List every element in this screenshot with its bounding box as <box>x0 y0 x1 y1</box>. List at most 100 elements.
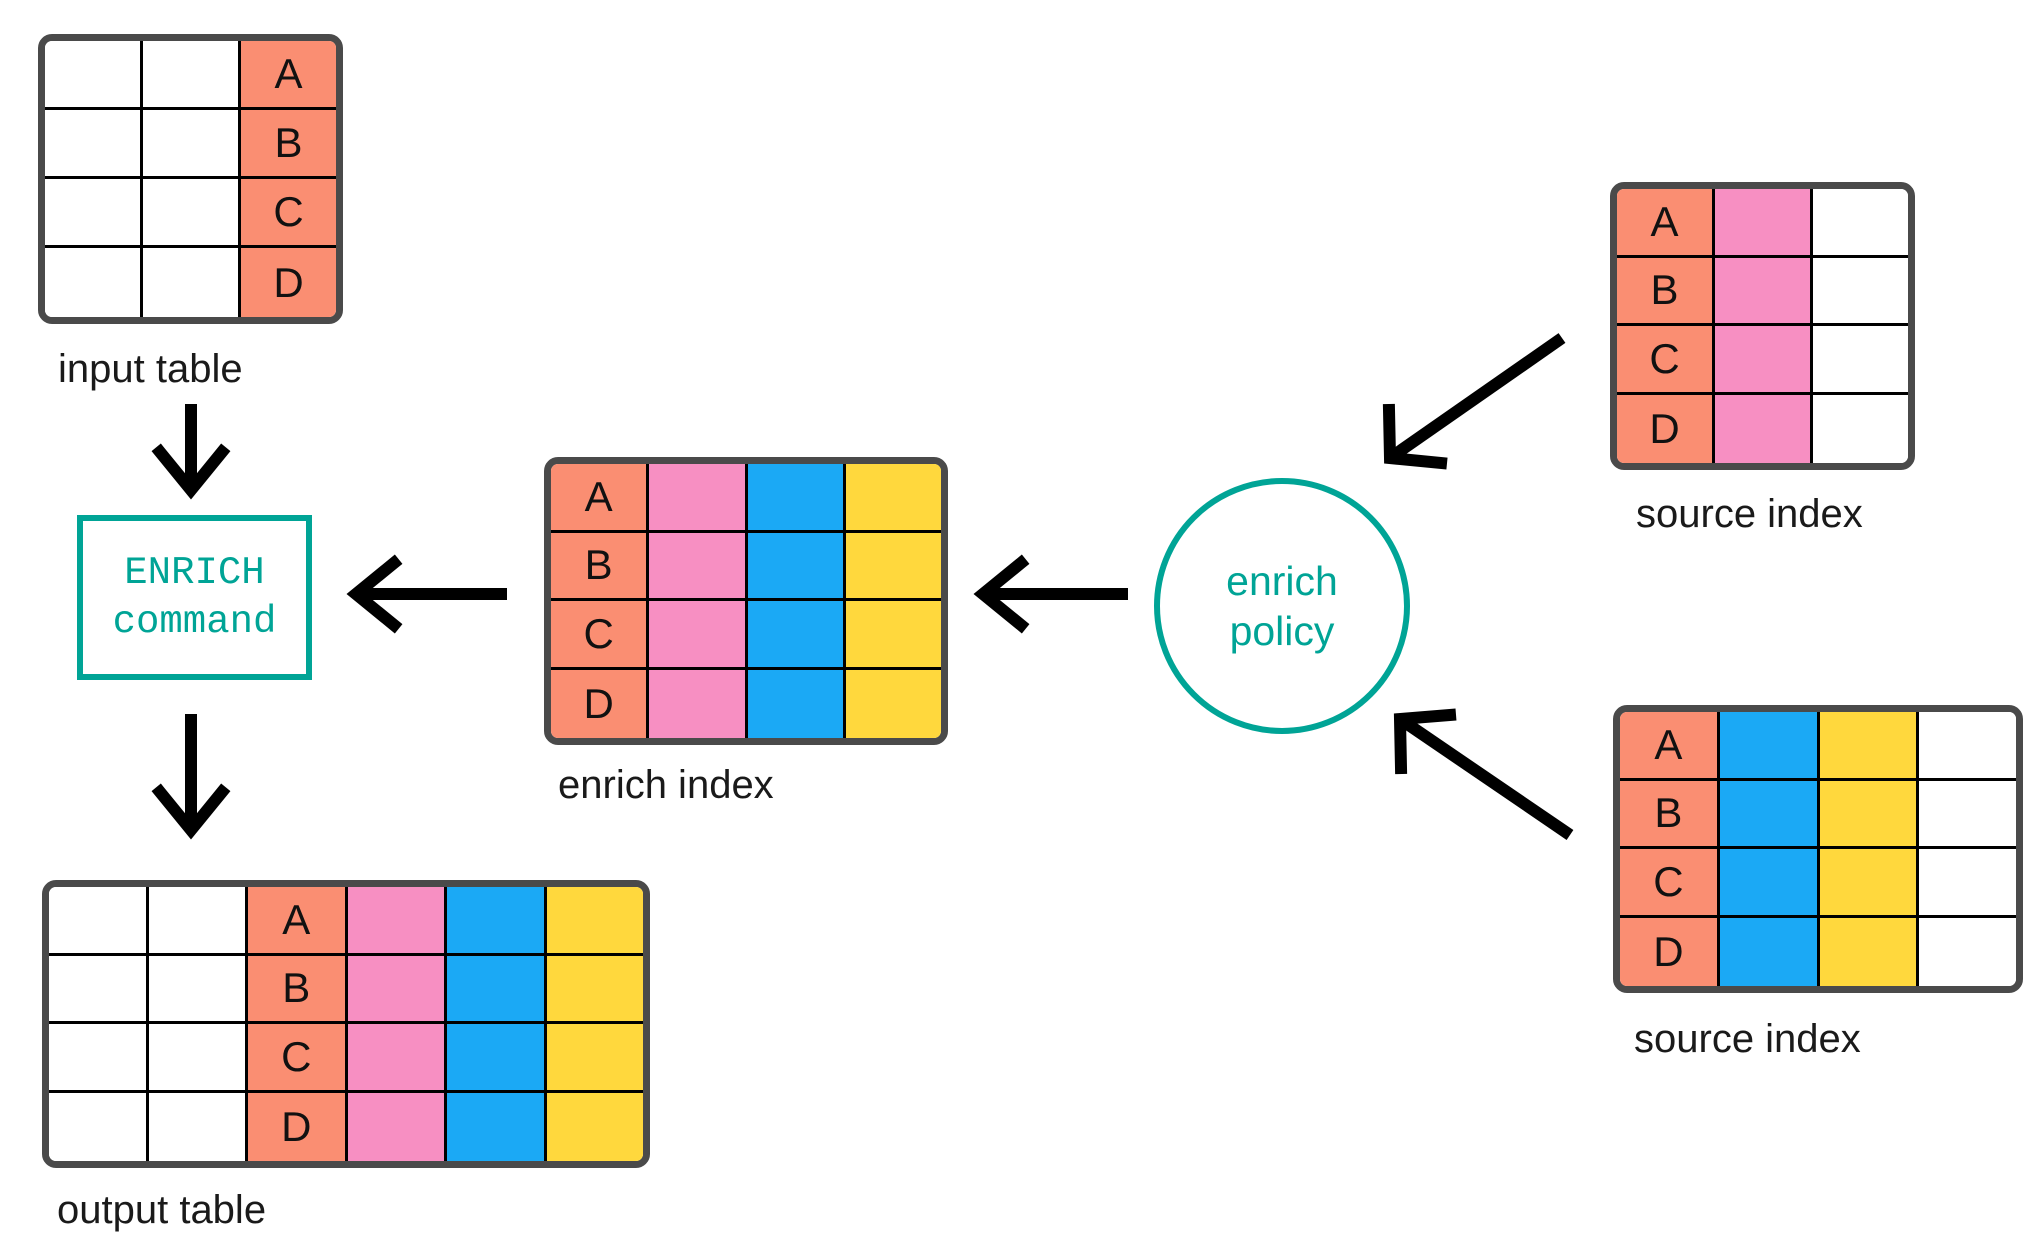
table-row: B <box>49 955 643 1024</box>
source-index-bottom-caption: source index <box>1634 1017 1861 1061</box>
table-cell <box>546 887 643 956</box>
table-cell <box>1819 780 1920 849</box>
table-cell <box>148 887 248 956</box>
table-cell: D <box>551 669 650 738</box>
table-cell: B <box>1617 257 1715 326</box>
table-cell: D <box>241 248 336 317</box>
table-cell <box>49 887 149 956</box>
table-cell <box>447 887 547 956</box>
table-cell <box>49 1024 149 1093</box>
table-row: B <box>551 532 941 601</box>
table-cell <box>49 955 149 1024</box>
table-cell <box>649 464 748 533</box>
table-cell <box>1813 189 1908 258</box>
table-row: D <box>1620 917 2016 986</box>
table-cell <box>143 110 241 179</box>
table-cell: D <box>1620 917 1720 986</box>
table-cell <box>148 955 248 1024</box>
table-cell: D <box>248 1092 348 1161</box>
table-cell: B <box>241 110 336 179</box>
table-cell <box>845 532 941 601</box>
table-cell <box>1715 189 1813 258</box>
table-row: A <box>49 887 643 956</box>
table-cell: D <box>1617 394 1715 463</box>
table-row: C <box>1617 326 1908 395</box>
table-cell <box>1715 326 1813 395</box>
table-cell <box>1813 257 1908 326</box>
table-cell <box>143 179 241 248</box>
table-cell <box>546 1024 643 1093</box>
table-cell <box>1813 394 1908 463</box>
table-row: B <box>45 110 336 179</box>
table-row: C <box>45 179 336 248</box>
table-cell <box>143 41 241 110</box>
table-cell <box>747 532 846 601</box>
table-cell <box>845 464 941 533</box>
table-cell <box>1719 780 1820 849</box>
table-cell <box>845 601 941 670</box>
table-cell: A <box>241 41 336 110</box>
table-cell <box>747 669 846 738</box>
enrich-command-box[interactable]: ENRICH command <box>77 515 312 680</box>
arrow-source-top-to-policy <box>1382 333 1566 470</box>
table-cell: C <box>1617 326 1715 395</box>
enrich-index-caption: enrich index <box>558 763 774 807</box>
table-cell <box>747 601 846 670</box>
table-cell <box>347 955 447 1024</box>
table-row: D <box>49 1092 643 1161</box>
enrich-command-line-1: ENRICH <box>124 550 265 595</box>
table-cell <box>1819 712 1920 781</box>
table-row: A <box>551 464 941 533</box>
table-cell <box>1715 257 1813 326</box>
table-cell: C <box>241 179 336 248</box>
table-cell <box>45 248 143 317</box>
table-cell <box>649 532 748 601</box>
table-cell: A <box>551 464 650 533</box>
enrich-command-line-2: command <box>112 599 277 644</box>
table-cell <box>1719 917 1820 986</box>
table-cell <box>546 1092 643 1161</box>
table-cell: B <box>248 955 348 1024</box>
input-table-caption: input table <box>58 347 243 391</box>
table-cell <box>546 955 643 1024</box>
table-cell <box>1715 394 1813 463</box>
table-cell <box>347 887 447 956</box>
arrow-policy-to-enrich-index <box>973 554 1128 634</box>
table-cell <box>649 669 748 738</box>
table-cell <box>447 1092 547 1161</box>
table-cell <box>143 248 241 317</box>
table-row: A <box>1617 189 1908 258</box>
table-cell <box>447 955 547 1024</box>
table-cell <box>1919 849 2016 918</box>
table-row: C <box>551 601 941 670</box>
table-cell <box>1819 917 1920 986</box>
table-cell: C <box>1620 849 1720 918</box>
table-row: C <box>1620 849 2016 918</box>
table-cell <box>1919 712 2016 781</box>
table-cell <box>1719 849 1820 918</box>
table-cell: A <box>1620 712 1720 781</box>
arrow-source-bottom-to-policy <box>1393 708 1574 840</box>
enrich-policy-circle[interactable]: enrich policy <box>1154 478 1410 734</box>
table-cell <box>1719 712 1820 781</box>
table-row: D <box>1617 394 1908 463</box>
table-cell <box>45 179 143 248</box>
table-row: D <box>45 248 336 317</box>
table-cell <box>1919 780 2016 849</box>
table-cell <box>347 1024 447 1093</box>
table-cell <box>347 1092 447 1161</box>
table-cell <box>49 1092 149 1161</box>
table-cell: A <box>248 887 348 956</box>
table-cell: B <box>551 532 650 601</box>
arrow-input-to-command <box>151 404 231 500</box>
table-cell: B <box>1620 780 1720 849</box>
table-cell <box>1813 326 1908 395</box>
table-row: D <box>551 669 941 738</box>
source-index-top-caption: source index <box>1636 492 1863 536</box>
